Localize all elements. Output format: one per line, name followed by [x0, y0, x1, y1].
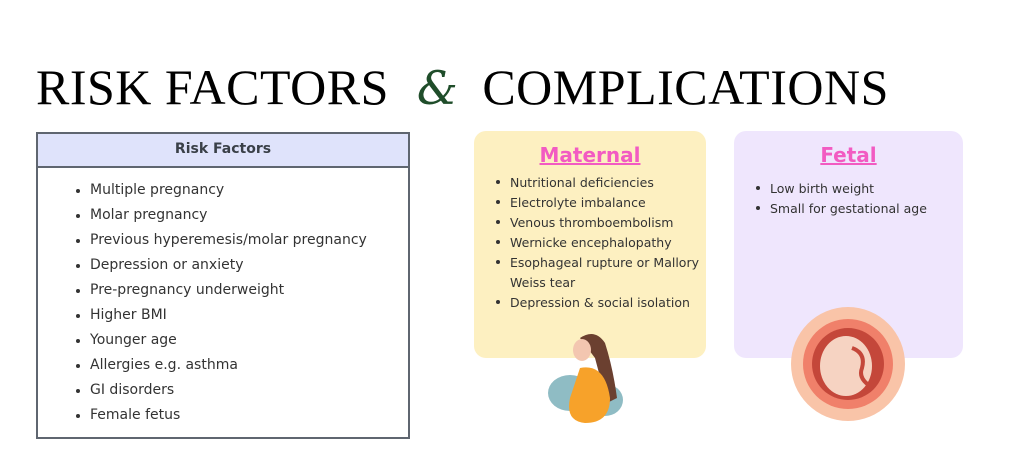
- list-item: Nutritional deficiencies: [494, 173, 706, 193]
- list-item: Small for gestational age: [754, 199, 963, 219]
- list-item: Wernicke encephalopathy: [494, 233, 706, 253]
- list-item: Younger age: [74, 328, 408, 353]
- list-item: Venous thromboembolism: [494, 213, 706, 233]
- list-item: Previous hyperemesis/molar pregnancy: [74, 228, 408, 253]
- title-ampersand: &: [416, 61, 459, 115]
- list-item: GI disorders: [74, 378, 408, 403]
- list-item: Higher BMI: [74, 303, 408, 328]
- list-item: Depression or anxiety: [74, 253, 408, 278]
- list-item: Multiple pregnancy: [74, 178, 408, 203]
- pregnant-woman-illustration: [548, 334, 623, 423]
- list-item: Esophageal rupture or Mallory Weiss tear: [494, 253, 706, 293]
- list-item: Molar pregnancy: [74, 203, 408, 228]
- fetus-illustration: [791, 307, 905, 421]
- list-item: Female fetus: [74, 403, 408, 428]
- list-item: Low birth weight: [754, 179, 963, 199]
- maternal-heading: Maternal: [539, 143, 641, 167]
- page-title: RISK FACTORS&COMPLICATIONS: [36, 58, 889, 116]
- fetal-heading: Fetal: [820, 143, 877, 167]
- list-item: Allergies e.g. asthma: [74, 353, 408, 378]
- title-right: COMPLICATIONS: [482, 59, 889, 115]
- list-item: Depression & social isolation: [494, 293, 706, 313]
- list-item: Pre-pregnancy underweight: [74, 278, 408, 303]
- list-item: Electrolyte imbalance: [494, 193, 706, 213]
- title-left: RISK FACTORS: [36, 59, 389, 115]
- risk-factors-header: Risk Factors: [38, 134, 408, 168]
